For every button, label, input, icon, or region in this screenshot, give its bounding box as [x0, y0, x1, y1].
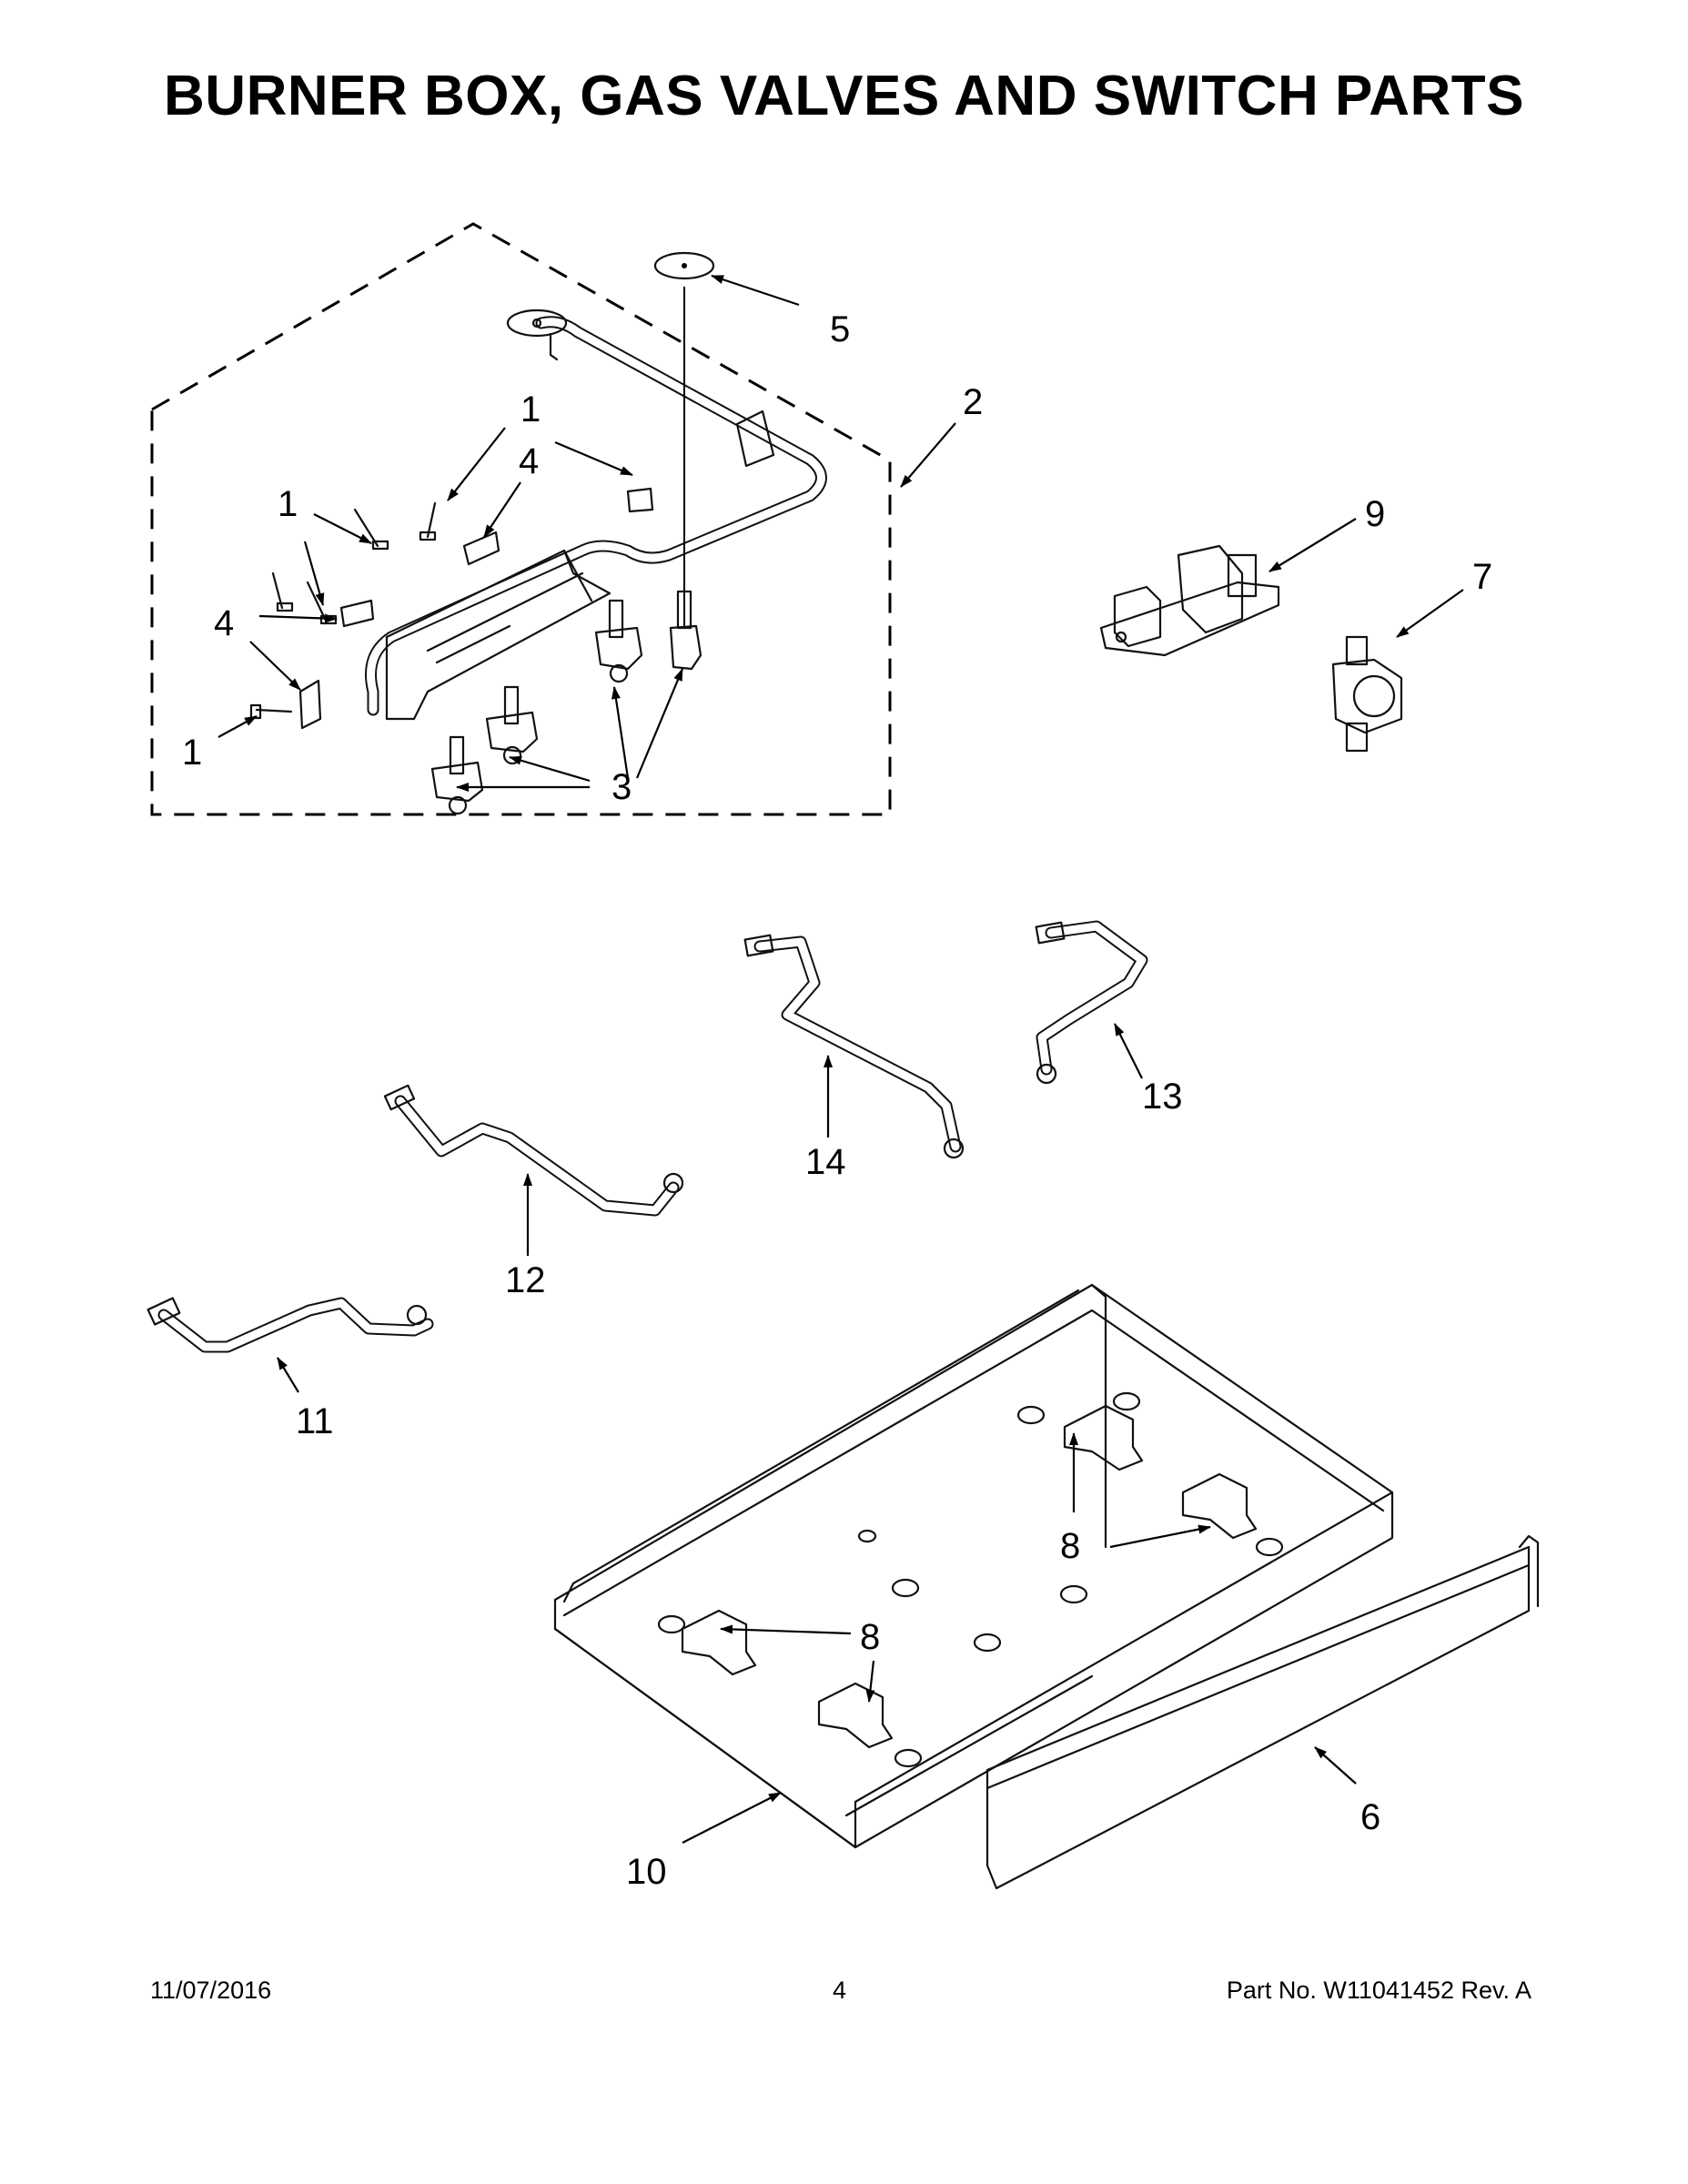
gas-valve: [485, 685, 539, 765]
callout-7: 7: [1472, 557, 1492, 597]
burner-box: [553, 1283, 1394, 1849]
assembly-boundary: [150, 222, 892, 816]
valve-bracket: [385, 549, 612, 721]
bracket: [681, 1609, 757, 1676]
callout-6: 6: [1360, 1797, 1380, 1837]
page-title: BURNER BOX, GAS VALVES AND SWITCH PARTS: [164, 65, 1524, 127]
bracket: [1063, 1404, 1144, 1471]
callout-3: 3: [612, 767, 632, 807]
leader-lines: [217, 274, 1464, 1844]
gas-tube: [383, 1084, 684, 1217]
bracket: [1181, 1472, 1258, 1540]
callout-1: 1: [278, 484, 298, 524]
pressure-regulator: [1331, 635, 1403, 753]
footer-page-number: 4: [833, 1977, 847, 2004]
clip: [298, 679, 322, 730]
gas-valve: [594, 599, 643, 683]
callout-4: 4: [214, 603, 234, 643]
gas-tube: [1035, 920, 1148, 1085]
callout-14: 14: [805, 1142, 846, 1182]
footer-part-number: Part No. W11041452 Rev. A: [1226, 1977, 1531, 2004]
spark-module: [1099, 544, 1280, 657]
callout-13: 13: [1142, 1077, 1183, 1117]
gas-tube: [147, 1297, 434, 1353]
screw: [419, 501, 437, 541]
screw: [271, 571, 294, 612]
bracket: [817, 1682, 894, 1749]
footer-date: 11/07/2016: [150, 1977, 272, 2004]
screw: [249, 703, 293, 720]
gas-valve: [430, 735, 484, 815]
callout-12: 12: [505, 1260, 546, 1300]
callout-11: 11: [296, 1401, 334, 1441]
clip: [626, 487, 654, 513]
callout-10: 10: [626, 1852, 667, 1892]
callout-8: 8: [1060, 1526, 1080, 1566]
callout-5: 5: [830, 309, 850, 349]
screw: [353, 508, 389, 551]
gas-tube: [743, 934, 965, 1159]
clip: [462, 531, 500, 566]
callout-9: 9: [1365, 494, 1385, 534]
callout-2: 2: [963, 382, 983, 422]
callout-4: 4: [519, 441, 539, 481]
gas-valve-thermostat: [669, 287, 702, 671]
front-trim: [986, 1534, 1540, 1890]
callout-labels: 5 2 1 4 1 4 1 3 9 7 13 14 12 11 8 8 6 10: [182, 309, 1492, 1892]
callout-1: 1: [182, 733, 202, 773]
orifice-cap: [653, 251, 715, 280]
callout-8: 8: [860, 1617, 880, 1657]
manifold-tube: [365, 308, 827, 716]
callout-1: 1: [521, 389, 541, 430]
clip: [339, 599, 375, 628]
